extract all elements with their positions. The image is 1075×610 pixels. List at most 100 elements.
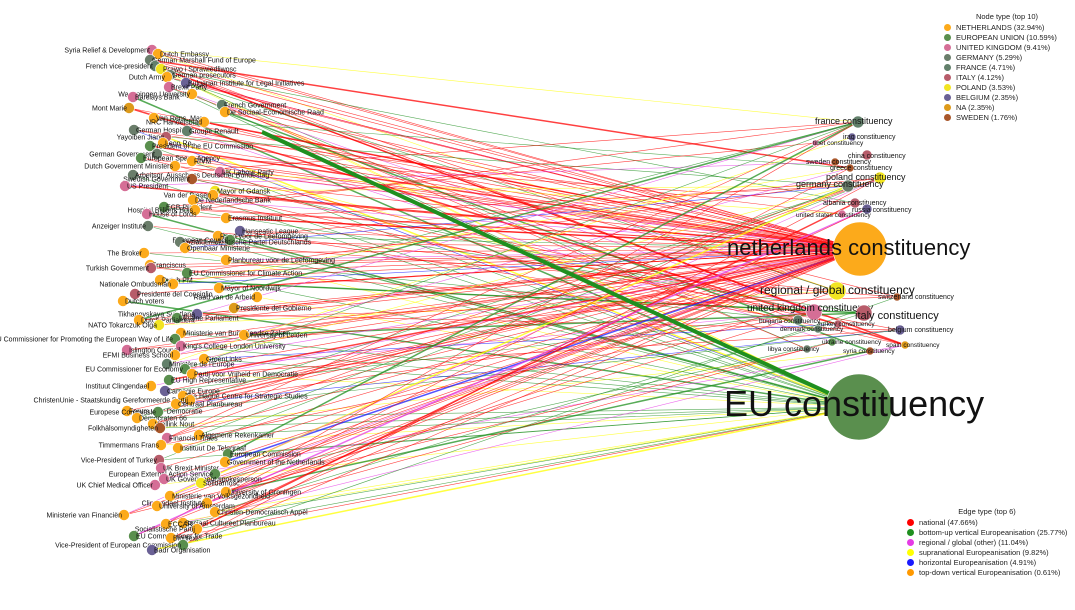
actor-node[interactable] — [151, 500, 163, 512]
actor-node[interactable] — [198, 353, 210, 365]
actor-node[interactable] — [189, 204, 201, 216]
constituency-node[interactable] — [811, 139, 819, 147]
actor-node[interactable] — [219, 456, 231, 468]
actor-node[interactable] — [193, 429, 205, 441]
actor-node[interactable] — [238, 329, 250, 341]
constituency-node[interactable] — [813, 324, 823, 334]
actor-node[interactable] — [165, 532, 177, 544]
actor-node[interactable] — [160, 518, 172, 530]
actor-node[interactable] — [142, 220, 154, 232]
constituency-node[interactable] — [792, 314, 804, 326]
actor-node[interactable] — [145, 380, 157, 392]
actor-node[interactable] — [127, 169, 139, 181]
constituency-node[interactable] — [892, 292, 902, 302]
actor-node[interactable] — [220, 254, 232, 266]
actor-node[interactable] — [127, 91, 139, 103]
actor-node[interactable] — [155, 63, 167, 75]
constituency-node[interactable] — [847, 132, 857, 142]
actor-node[interactable] — [164, 490, 176, 502]
actor-node[interactable] — [149, 479, 161, 491]
actor-node[interactable] — [234, 225, 246, 237]
actor-node[interactable] — [191, 523, 203, 535]
actor-node[interactable] — [220, 486, 232, 498]
actor-node[interactable] — [163, 81, 175, 93]
constituency-node[interactable] — [894, 324, 906, 336]
constituency-node[interactable] — [827, 337, 837, 347]
actor-node[interactable] — [129, 288, 141, 300]
actor-node[interactable] — [151, 148, 163, 160]
actor-node[interactable] — [157, 137, 169, 149]
actor-node[interactable] — [117, 295, 129, 307]
actor-node[interactable] — [228, 302, 240, 314]
actor-node[interactable] — [145, 262, 157, 274]
actor-node[interactable] — [133, 314, 145, 326]
constituency-node[interactable] — [851, 115, 865, 129]
actor-node[interactable] — [163, 374, 175, 386]
actor-node[interactable] — [121, 344, 133, 356]
actor-node[interactable] — [181, 267, 193, 279]
constituency-node[interactable] — [825, 373, 893, 441]
constituency-node[interactable] — [841, 179, 855, 193]
actor-node[interactable] — [152, 48, 164, 60]
actor-node[interactable] — [213, 282, 225, 294]
actor-node[interactable] — [154, 274, 166, 286]
constituency-node[interactable] — [855, 304, 873, 322]
actor-node[interactable] — [224, 234, 236, 246]
constituency-node[interactable] — [805, 303, 823, 321]
actor-node[interactable] — [155, 439, 167, 451]
actor-node[interactable] — [177, 539, 189, 551]
actor-node[interactable] — [153, 319, 165, 331]
actor-node[interactable] — [209, 468, 221, 480]
constituency-node[interactable] — [830, 157, 840, 167]
actor-node[interactable] — [167, 278, 179, 290]
actor-node[interactable] — [186, 173, 198, 185]
constituency-node[interactable] — [845, 163, 855, 173]
actor-node[interactable] — [181, 125, 193, 137]
actor-node[interactable] — [186, 155, 198, 167]
actor-node[interactable] — [152, 406, 164, 418]
actor-node[interactable] — [119, 180, 131, 192]
constituency-node[interactable] — [861, 149, 873, 161]
actor-node[interactable] — [219, 106, 231, 118]
actor-node[interactable] — [195, 477, 207, 489]
constituency-node[interactable] — [900, 340, 910, 350]
actor-node[interactable] — [198, 116, 210, 128]
actor-node[interactable] — [214, 166, 226, 178]
actor-node[interactable] — [138, 247, 150, 259]
constituency-node[interactable] — [832, 221, 888, 277]
constituency-node[interactable] — [827, 281, 847, 301]
constituency-node[interactable] — [873, 171, 887, 185]
actor-node[interactable] — [212, 230, 224, 242]
actor-node[interactable] — [209, 506, 221, 518]
actor-node[interactable] — [159, 385, 171, 397]
actor-node[interactable] — [175, 340, 187, 352]
actor-node[interactable] — [128, 530, 140, 542]
actor-node[interactable] — [121, 405, 133, 417]
actor-node[interactable] — [191, 308, 203, 320]
actor-node[interactable] — [186, 368, 198, 380]
actor-node[interactable] — [135, 152, 147, 164]
actor-node[interactable] — [141, 208, 153, 220]
actor-node[interactable] — [177, 517, 189, 529]
actor-node[interactable] — [220, 212, 232, 224]
actor-node[interactable] — [180, 77, 192, 89]
actor-node[interactable] — [155, 462, 167, 474]
actor-node[interactable] — [169, 349, 181, 361]
actor-node[interactable] — [131, 412, 143, 424]
constituency-node[interactable] — [802, 344, 812, 354]
constituency-node[interactable] — [861, 203, 873, 215]
actor-node[interactable] — [158, 473, 170, 485]
actor-node[interactable] — [154, 422, 166, 434]
actor-node[interactable] — [186, 88, 198, 100]
actor-node[interactable] — [251, 291, 263, 303]
actor-node[interactable] — [184, 394, 196, 406]
actor-node[interactable] — [158, 201, 170, 213]
actor-node[interactable] — [179, 242, 191, 254]
constituency-node[interactable] — [833, 319, 843, 329]
actor-node[interactable] — [161, 358, 173, 370]
actor-node[interactable] — [207, 189, 219, 201]
actor-node[interactable] — [146, 544, 158, 556]
actor-node[interactable] — [169, 160, 181, 172]
actor-node[interactable] — [170, 398, 182, 410]
constituency-node[interactable] — [849, 197, 861, 209]
